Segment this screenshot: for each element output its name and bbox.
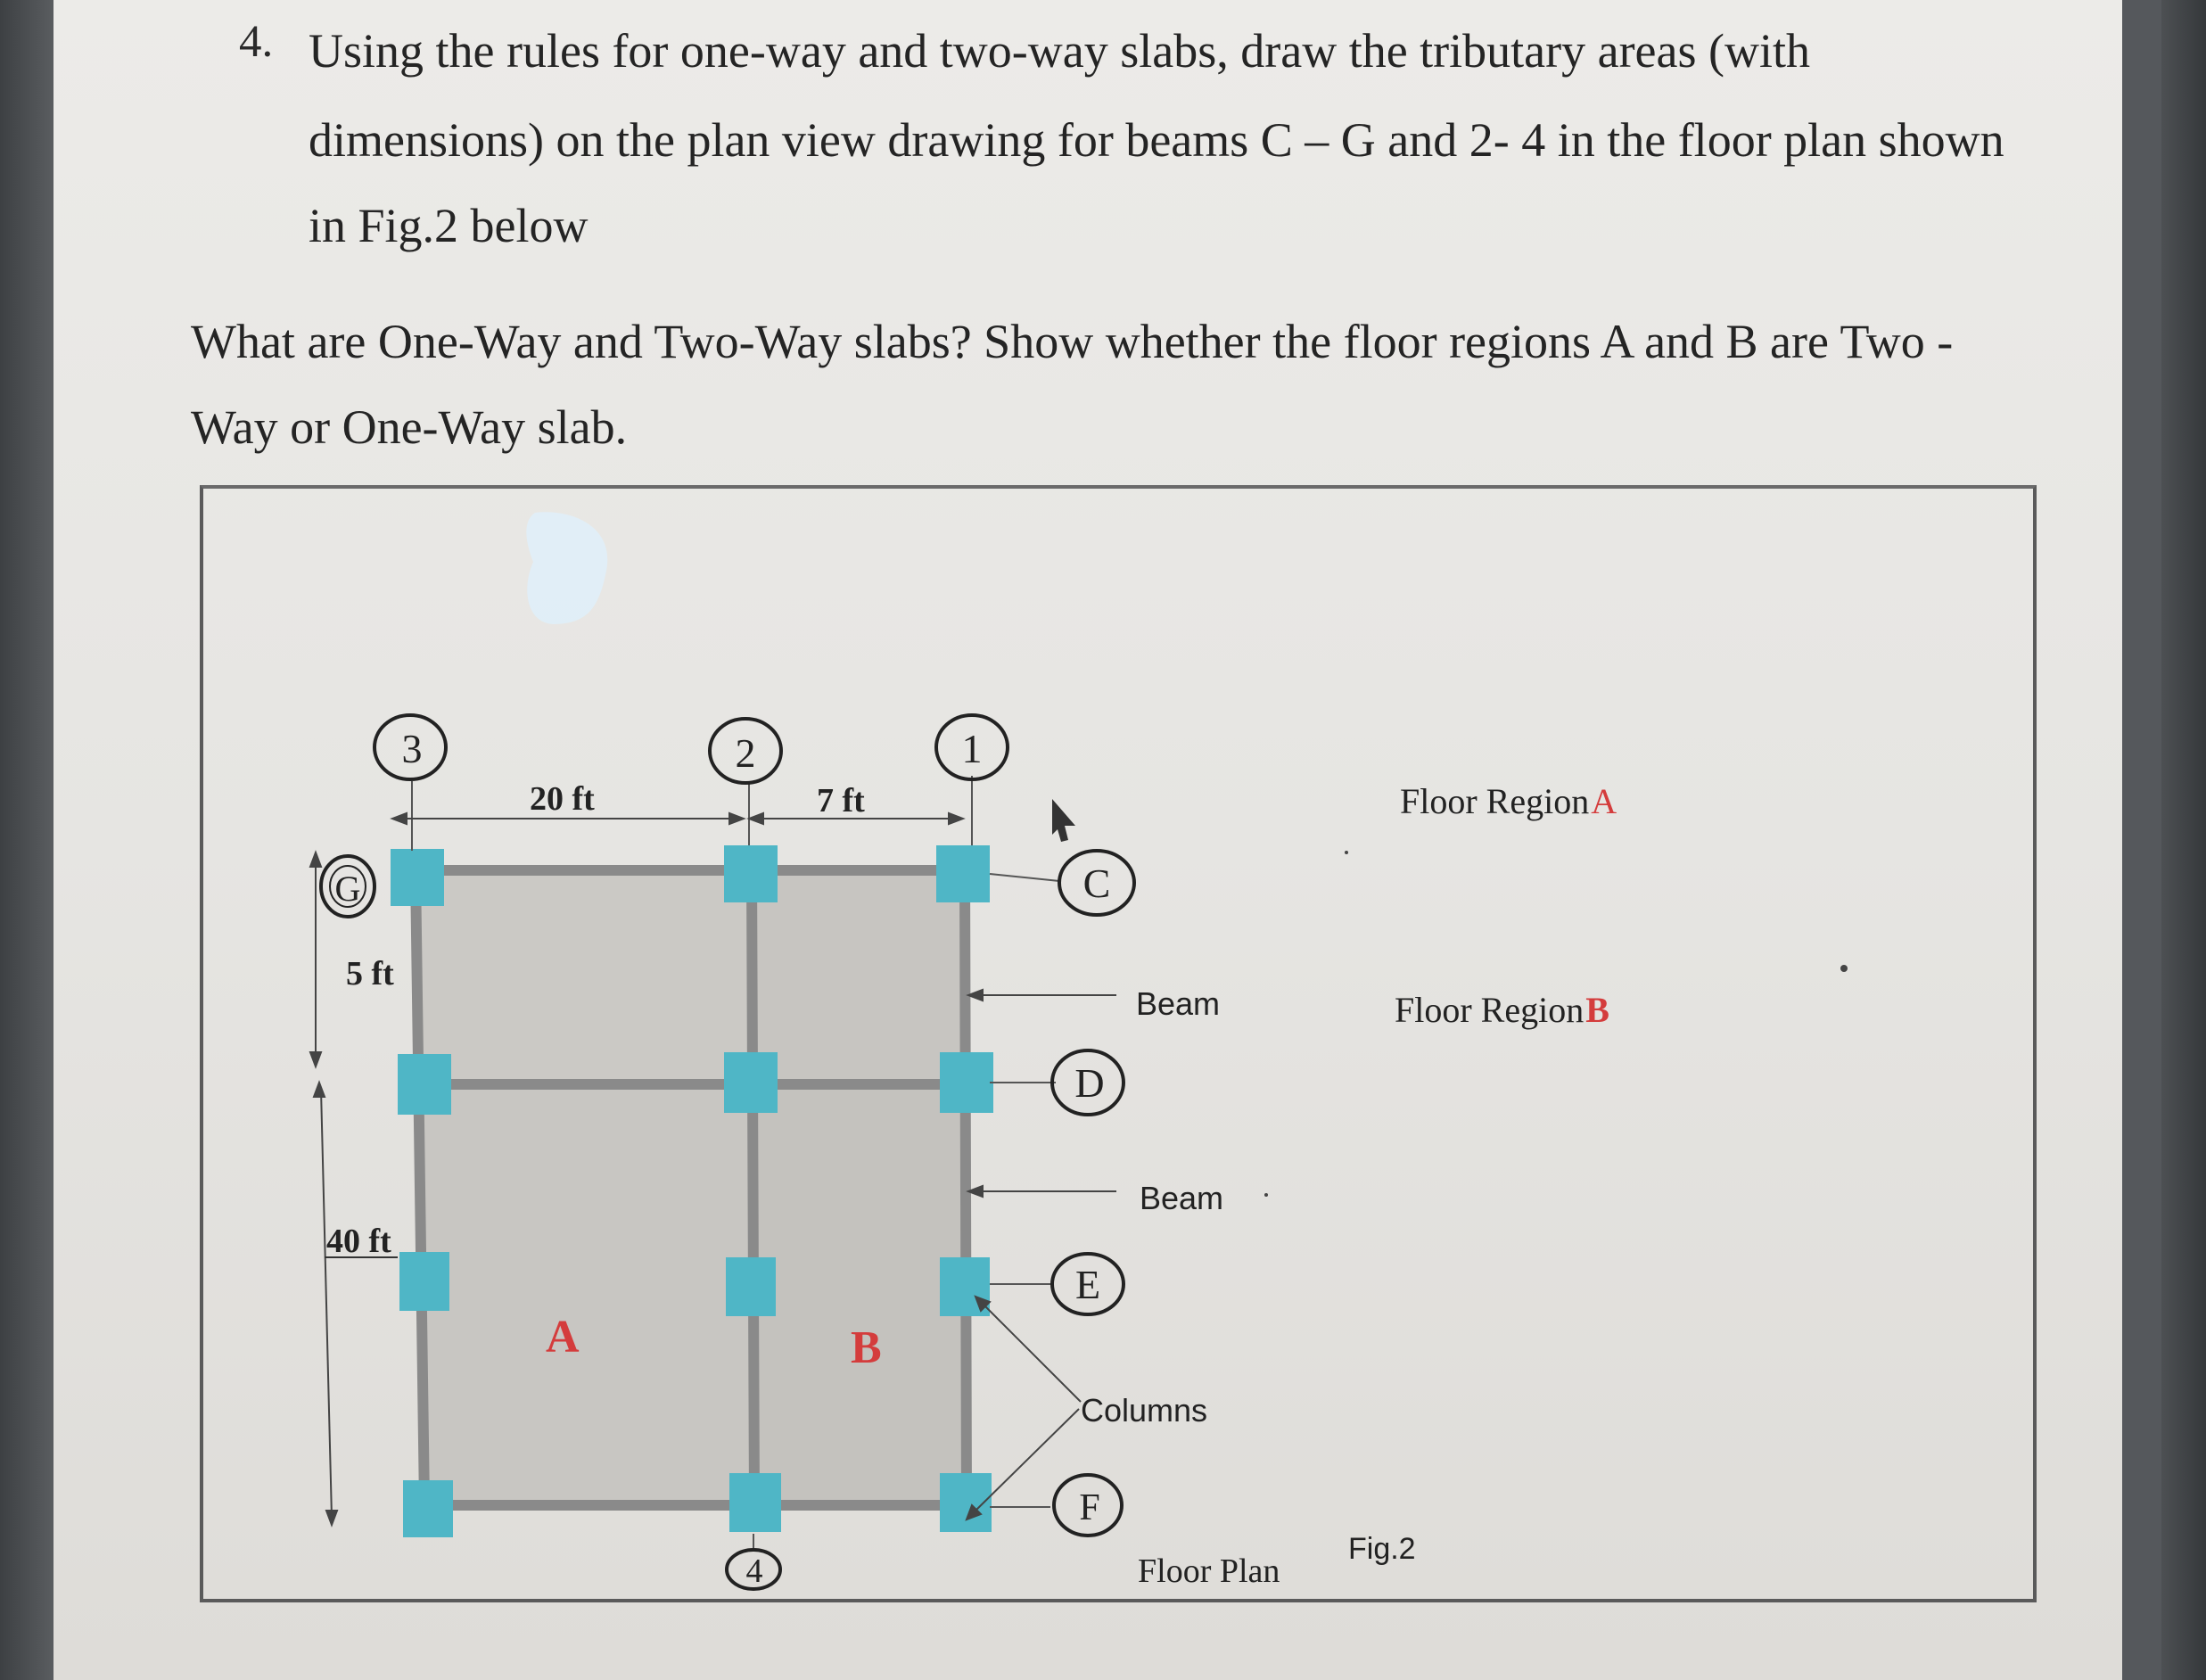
callout-labels: Beam Beam Columns — [1081, 985, 1223, 1429]
grid-leader-lines — [411, 776, 1060, 1550]
grid-label-1: 1 — [962, 726, 983, 771]
region-label-b: B — [851, 1322, 882, 1373]
dim-label-5ft: 5 ft — [346, 955, 394, 992]
column — [398, 1054, 451, 1115]
question-line-3: in Fig.2 below — [309, 199, 589, 252]
grid-label-c: C — [1083, 861, 1111, 906]
grid-label-3: 3 — [402, 726, 423, 771]
dim-label-40ft: 40 ft — [326, 1223, 391, 1260]
column — [724, 1052, 778, 1113]
column — [724, 845, 778, 902]
legend: Floor RegionA Floor RegionB — [1395, 781, 1617, 1030]
glare-spot — [526, 512, 608, 624]
grid-label-d: D — [1074, 1060, 1104, 1106]
question-line-1: Using the rules for one-way and two-way … — [309, 24, 1810, 78]
figure-frame — [200, 485, 2037, 1602]
grid-label-f: F — [1079, 1487, 1099, 1528]
grid-label-g: G — [335, 869, 361, 909]
beams — [409, 864, 974, 1511]
floor-plan-label: Floor Plan — [1138, 1552, 1280, 1590]
grid-label-4: 4 — [746, 1552, 763, 1590]
paper-sheet — [54, 0, 2122, 1680]
prompt-line-2: Way or One-Way slab. — [191, 400, 628, 454]
grid-label-e: E — [1075, 1262, 1100, 1307]
dim-label-20ft: 20 ft — [530, 780, 595, 818]
question-number: 4. — [239, 17, 274, 67]
column — [936, 845, 990, 902]
column — [729, 1473, 781, 1532]
grid-label-2: 2 — [736, 730, 756, 776]
columns-pointer-lines — [965, 1295, 1082, 1521]
grid-bubble-2 — [708, 717, 783, 785]
legend-a-letter: A — [1591, 781, 1617, 821]
dimension-lines — [309, 811, 966, 1528]
column — [399, 1252, 449, 1311]
dim-label-7ft: 7 ft — [817, 782, 865, 819]
column — [940, 1052, 993, 1113]
slab-panels — [417, 870, 967, 1503]
grid-bubble-1 — [934, 713, 1009, 781]
paper-specks — [1264, 851, 1848, 1197]
beam-pointer-arrows — [966, 988, 1116, 1198]
columns — [391, 845, 993, 1537]
prompt-line-1: What are One-Way and Two-Way slabs? Show… — [191, 315, 1954, 368]
grid-bubble-4 — [725, 1548, 782, 1591]
grid-bubbles — [319, 713, 1136, 1591]
grid-bubble-e — [1050, 1252, 1125, 1316]
legend-b-text: Floor RegionB — [1395, 990, 1609, 1030]
grid-bubble-3 — [373, 713, 448, 781]
columns-label: Columns — [1081, 1392, 1207, 1429]
beam-label-2: Beam — [1140, 1180, 1223, 1216]
region-labels: A B — [546, 1312, 882, 1373]
right-bezel — [2161, 0, 2206, 1680]
grid-bubble-f — [1052, 1473, 1124, 1537]
grid-bubble-g — [319, 854, 376, 918]
grid-bubble-d — [1050, 1049, 1125, 1116]
dimension-labels: 20 ft 7 ft 5 ft 40 ft — [326, 780, 865, 1260]
left-bezel — [0, 0, 54, 1680]
legend-b-letter: B — [1585, 990, 1609, 1030]
legend-a-text: Floor RegionA — [1400, 781, 1617, 821]
grid-labels: 3 2 1 G C D E F 4 — [335, 726, 1111, 1590]
column — [403, 1480, 453, 1537]
beam-label-1: Beam — [1136, 985, 1220, 1022]
region-label-a: A — [546, 1312, 580, 1363]
column — [391, 849, 444, 906]
question-line-2: dimensions) on the plan view drawing for… — [309, 113, 2004, 167]
fig-label: Fig.2 — [1348, 1532, 1416, 1566]
column — [726, 1257, 776, 1316]
grid-bubble-c — [1058, 849, 1136, 917]
cursor-arrow-icon — [1052, 799, 1075, 842]
